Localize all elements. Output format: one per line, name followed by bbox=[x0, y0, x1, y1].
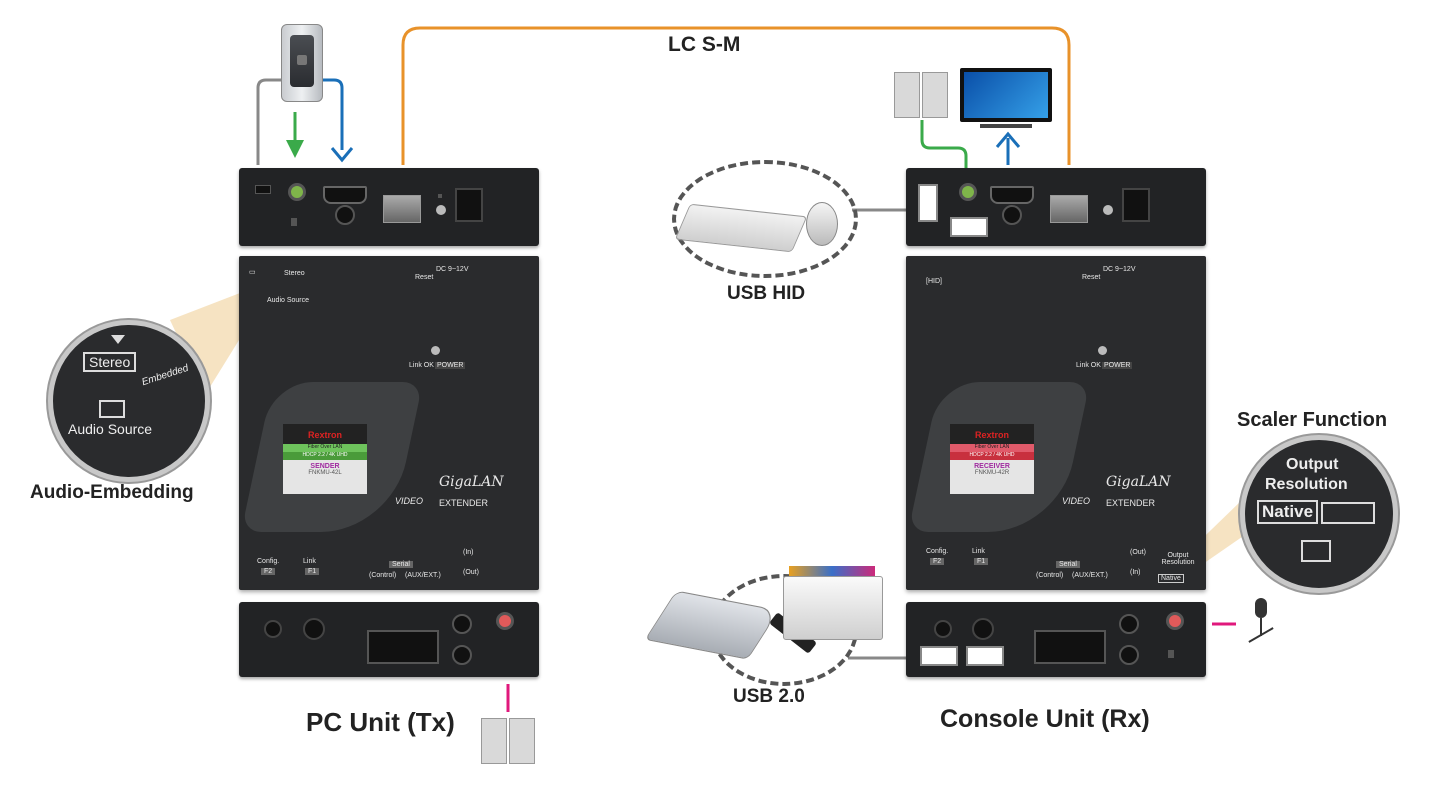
audio-embedding-magnifier: Stereo Embedded Audio Source bbox=[48, 320, 210, 482]
microphone-icon bbox=[1243, 598, 1279, 650]
rx-label-sticker: Rextron Fiber Over LAN HDCP 2.2 / 4K UHD… bbox=[950, 424, 1034, 494]
mag-native-label: Native bbox=[1257, 500, 1319, 524]
rx-serial-label: Serial bbox=[1056, 561, 1080, 568]
mag-audio-source-label: Audio Source bbox=[68, 421, 153, 437]
rx-mic-jack bbox=[1166, 612, 1184, 630]
tx-stereo-label: Stereo bbox=[284, 270, 305, 277]
speakers-icon bbox=[481, 718, 535, 764]
rx-power-label: POWER bbox=[1102, 362, 1133, 369]
tx-serial-label: Serial bbox=[389, 561, 413, 568]
hdcp-icon: ▭ bbox=[249, 269, 256, 276]
rx-config-label: Config. bbox=[926, 548, 949, 555]
mag-resolution-label: Resolution bbox=[1265, 476, 1348, 493]
rx-extender-label: EXTENDER bbox=[1106, 498, 1156, 508]
rx-unit-body: [HID] Reset DC 9~12V Link OK POWER Rextr… bbox=[906, 256, 1206, 590]
tx-control-label: (Control) bbox=[369, 572, 397, 579]
rx-dc-label: DC 9~12V bbox=[1103, 266, 1136, 273]
mag-embedded-label: Embedded bbox=[140, 362, 190, 389]
fiber-cable bbox=[401, 26, 1071, 165]
scaler-magnifier: Output Resolution Native bbox=[1240, 435, 1398, 593]
usb-a-port-1 bbox=[920, 646, 958, 666]
tx-auxext-label: (AUX/EXT.) bbox=[405, 572, 441, 579]
rx-link-ok-label: Link OK bbox=[1076, 362, 1101, 369]
mag-stereo-label: Stereo bbox=[83, 352, 137, 372]
tx-in-label: (In) bbox=[463, 549, 474, 556]
hdmi-in-port bbox=[323, 186, 367, 204]
usb2-label: USB 2.0 bbox=[733, 686, 805, 707]
tx-unit-body: ▭ Stereo Audio Source Reset DC 9~12V Lin… bbox=[239, 256, 539, 590]
usb-a-port-2 bbox=[966, 646, 1004, 666]
mouse-icon bbox=[806, 202, 838, 246]
rx-hdmi-out-port bbox=[990, 186, 1034, 204]
tx-label-sticker: Rextron Fiber Over LAN HDCP 2.2 / 4K UHD… bbox=[283, 424, 367, 494]
rx-rear-panel bbox=[906, 168, 1206, 246]
rx-out-label: (Out) bbox=[1130, 549, 1146, 556]
keyboard-icon bbox=[674, 203, 808, 253]
kvm-switch-device bbox=[281, 24, 323, 102]
tx-link-ok-label: Link OK bbox=[409, 362, 434, 369]
rx-power-led bbox=[1098, 346, 1107, 355]
usb-a-port-vertical bbox=[918, 184, 938, 222]
video-in-arrow bbox=[322, 78, 344, 150]
rx-front-panel bbox=[906, 602, 1206, 677]
rx-auxext-label: (AUX/EXT.) bbox=[1072, 572, 1108, 579]
tx-dc-label: DC 9~12V bbox=[436, 266, 469, 273]
printer-icon bbox=[783, 566, 883, 640]
rx-audio-cable bbox=[920, 120, 968, 168]
tx-audio-source-label: Audio Source bbox=[267, 297, 310, 304]
sfp-fiber-port bbox=[383, 195, 421, 223]
tx-rear-panel bbox=[239, 168, 539, 246]
rx-speakers-icon bbox=[894, 72, 948, 118]
fiber-label: LC S-M bbox=[668, 33, 741, 56]
tx-extender-label: EXTENDER bbox=[439, 498, 489, 508]
pc-unit-label: PC Unit (Tx) bbox=[306, 707, 455, 737]
tx-f2-button[interactable]: F2 bbox=[261, 568, 276, 575]
rx-f1-button[interactable]: F1 bbox=[974, 558, 989, 565]
rx-reset-label: Reset bbox=[1082, 274, 1101, 281]
rx-video-label: VIDEO bbox=[1062, 496, 1091, 506]
console-unit-label: Console Unit (Rx) bbox=[940, 705, 1150, 733]
rx-f2-button[interactable]: F2 bbox=[930, 558, 945, 565]
usb-hid-label: USB HID bbox=[727, 283, 806, 304]
monitor-icon bbox=[960, 68, 1052, 130]
tx-power-label: POWER bbox=[435, 362, 466, 369]
rx-output-res-label: Output Resolution bbox=[1161, 552, 1195, 566]
tx-front-panel bbox=[239, 602, 539, 677]
mag-output-label: Output bbox=[1286, 456, 1339, 473]
rx-giga-logo: GigaLAN bbox=[1106, 474, 1171, 490]
audio-in-jack bbox=[288, 183, 306, 201]
rx-link-label: Link bbox=[972, 548, 985, 555]
tx-f1-button[interactable]: F1 bbox=[305, 568, 320, 575]
usb-hid-group bbox=[672, 160, 858, 278]
mini-usb-port bbox=[255, 185, 271, 194]
tx-out-label: (Out) bbox=[463, 569, 479, 576]
screw-knob bbox=[335, 205, 355, 225]
tx-power-led bbox=[431, 346, 440, 355]
rj45-ports bbox=[367, 630, 439, 664]
tx-reset-label: Reset bbox=[415, 274, 434, 281]
tx-config-label: Config. bbox=[257, 558, 280, 565]
scaler-function-label: Scaler Function bbox=[1237, 409, 1388, 431]
usb-gray-cable bbox=[256, 78, 283, 165]
status-led bbox=[436, 205, 446, 215]
rx-in-label: (In) bbox=[1130, 569, 1141, 576]
tx-link-label: Link bbox=[303, 558, 316, 565]
tx-audio-out-jack bbox=[496, 612, 514, 630]
tx-video-label: VIDEO bbox=[395, 496, 424, 506]
audio-embedding-label: Audio-Embedding bbox=[30, 482, 194, 503]
rx-rj45-ports bbox=[1034, 630, 1106, 664]
rx-control-label: (Control) bbox=[1036, 572, 1064, 579]
rx-hid-label: [HID] bbox=[926, 278, 942, 285]
tx-giga-logo: GigaLAN bbox=[439, 474, 504, 490]
rx-native-switch[interactable]: Native bbox=[1158, 574, 1184, 583]
dc-power-jack bbox=[455, 188, 483, 222]
rx-sfp-fiber-port bbox=[1050, 195, 1088, 223]
